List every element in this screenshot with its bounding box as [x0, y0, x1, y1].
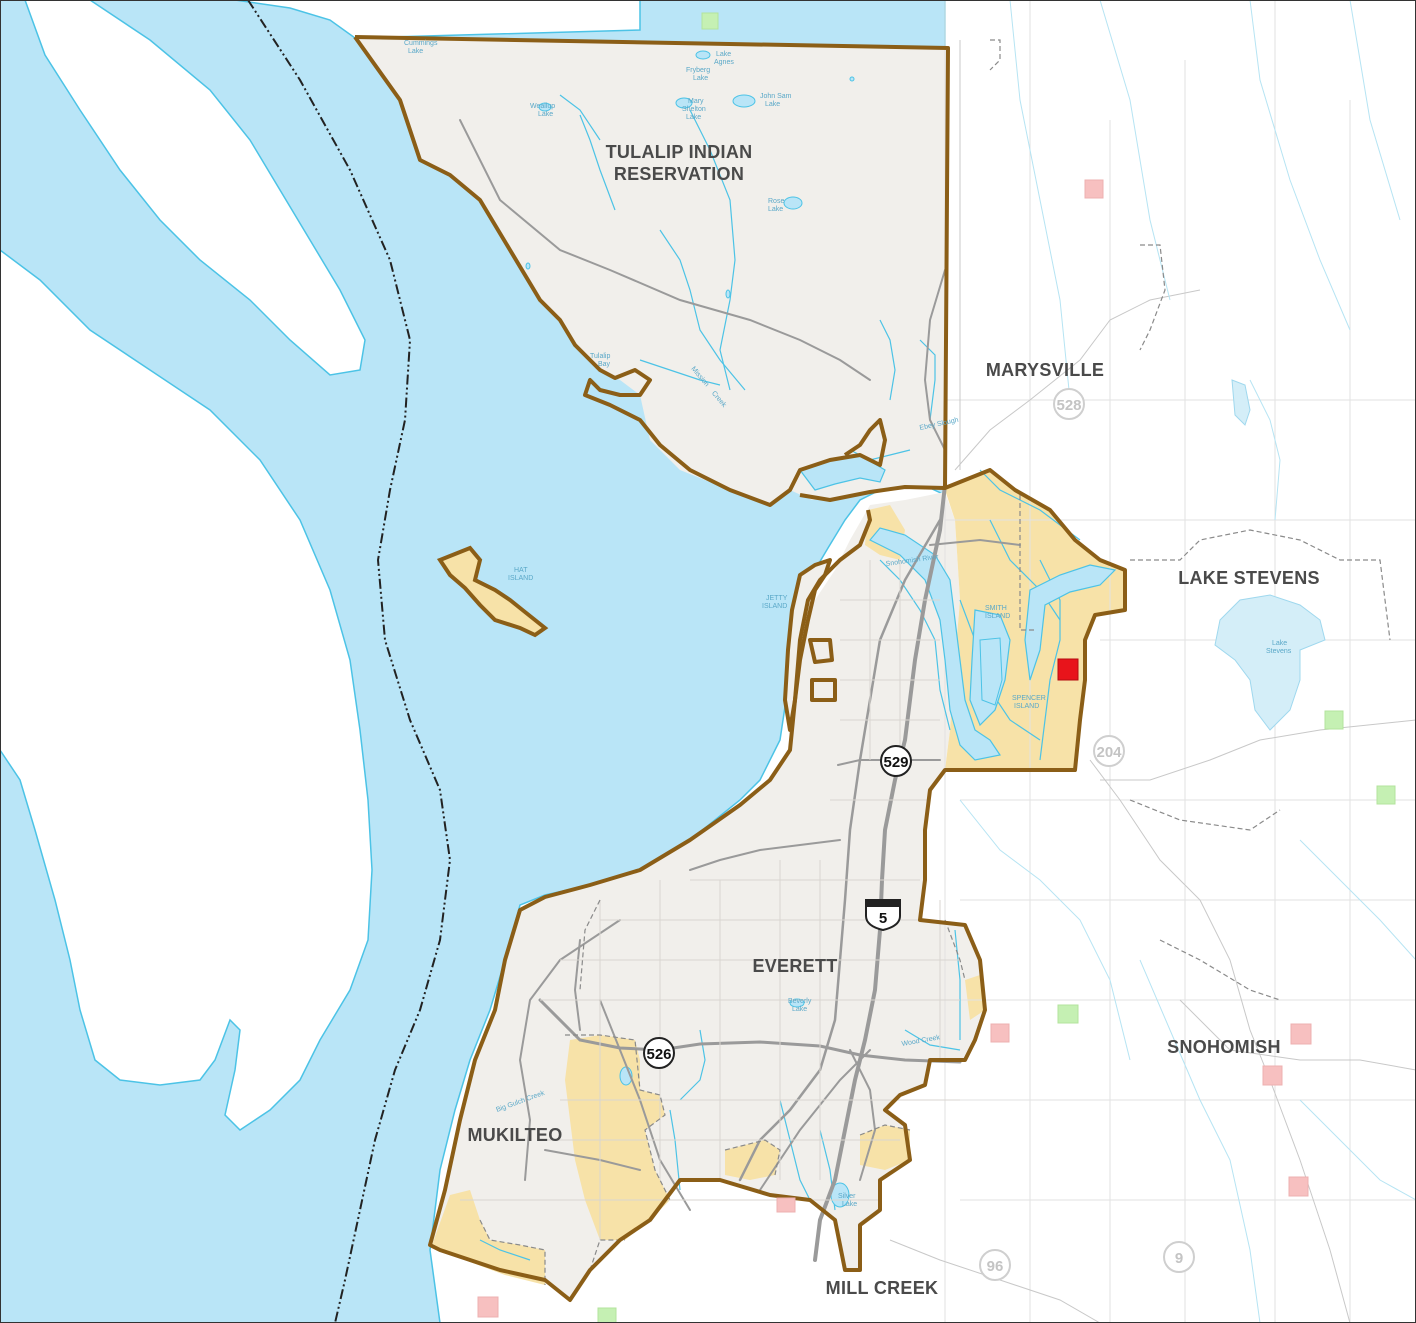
- marker-green-south: [597, 1307, 617, 1323]
- marker-green-north: [701, 12, 719, 30]
- marker-pink-snohomish-1: [1290, 1023, 1312, 1045]
- city-limit-lines: [989, 39, 1391, 1001]
- interstate-5-shield: 5: [865, 899, 901, 932]
- svg-text:5: 5: [879, 910, 887, 927]
- place-everett: EVERETT: [752, 956, 837, 976]
- svg-text:526: 526: [646, 1046, 671, 1063]
- marker-red-site: [1057, 658, 1079, 681]
- place-marysville: MARYSVILLE: [986, 360, 1104, 380]
- mill-creek-uga: [725, 1140, 780, 1180]
- marker-pink-everett-east: [990, 1023, 1010, 1043]
- marker-green-everett-east: [1057, 1004, 1079, 1024]
- sr-96-shield: 96: [979, 1249, 1011, 1281]
- svg-text:528: 528: [1056, 397, 1081, 414]
- tulalip-reservation-area: [355, 37, 948, 505]
- south-everett-uga: [565, 1035, 670, 1240]
- svg-text:96: 96: [987, 1258, 1004, 1275]
- sr-526-shield: 526: [643, 1037, 675, 1069]
- place-lake-stevens: LAKE STEVENS: [1178, 568, 1320, 588]
- highway-shields: 5 529 526 528 204 96 9: [643, 388, 1195, 1281]
- background-roads: [889, 0, 1416, 1323]
- smith-island-pond: [979, 637, 1003, 706]
- place-mukilteo: MUKILTEO: [467, 1125, 562, 1145]
- study-area-boundary: [353, 35, 1127, 1302]
- camano-island-land: [24, 0, 366, 376]
- svg-text:9: 9: [1175, 1250, 1183, 1267]
- sr-529-shield: 529: [880, 745, 912, 777]
- sr-204-shield: 204: [1093, 735, 1125, 767]
- marker-pink-snohomish-2: [1262, 1065, 1283, 1086]
- background-streams: [959, 0, 1416, 1323]
- county-boundary-line: [247, 0, 452, 1323]
- marker-pink-mill-creek: [776, 1197, 796, 1213]
- sr-528-shield: 528: [1053, 388, 1085, 420]
- marker-green-lake-stevens: [1324, 710, 1344, 730]
- whidbey-island-land: [0, 249, 373, 1131]
- svg-text:529: 529: [883, 754, 908, 771]
- lake-stevens-lake: [1214, 594, 1326, 731]
- marker-green-east: [1376, 785, 1396, 805]
- internal-city-limits: [479, 495, 1035, 1285]
- hat-island-uga: [436, 545, 549, 638]
- marker-pink-southeast: [1288, 1176, 1309, 1197]
- sr-9-shield: 9: [1163, 1241, 1195, 1273]
- small-lake-ne: [1231, 379, 1251, 426]
- study-area-streams: [479, 94, 1081, 1261]
- place-snohomish: SNOHOMISH: [1167, 1037, 1281, 1057]
- study-area-lakes: [525, 50, 855, 1208]
- marker-pink-south: [477, 1296, 499, 1318]
- marker-pink-north: [1084, 179, 1104, 199]
- site-markers: [477, 12, 1396, 1323]
- svg-text:204: 204: [1096, 744, 1122, 761]
- place-mill-creek: MILL CREEK: [826, 1278, 939, 1298]
- east-everett-uga: [965, 975, 985, 1020]
